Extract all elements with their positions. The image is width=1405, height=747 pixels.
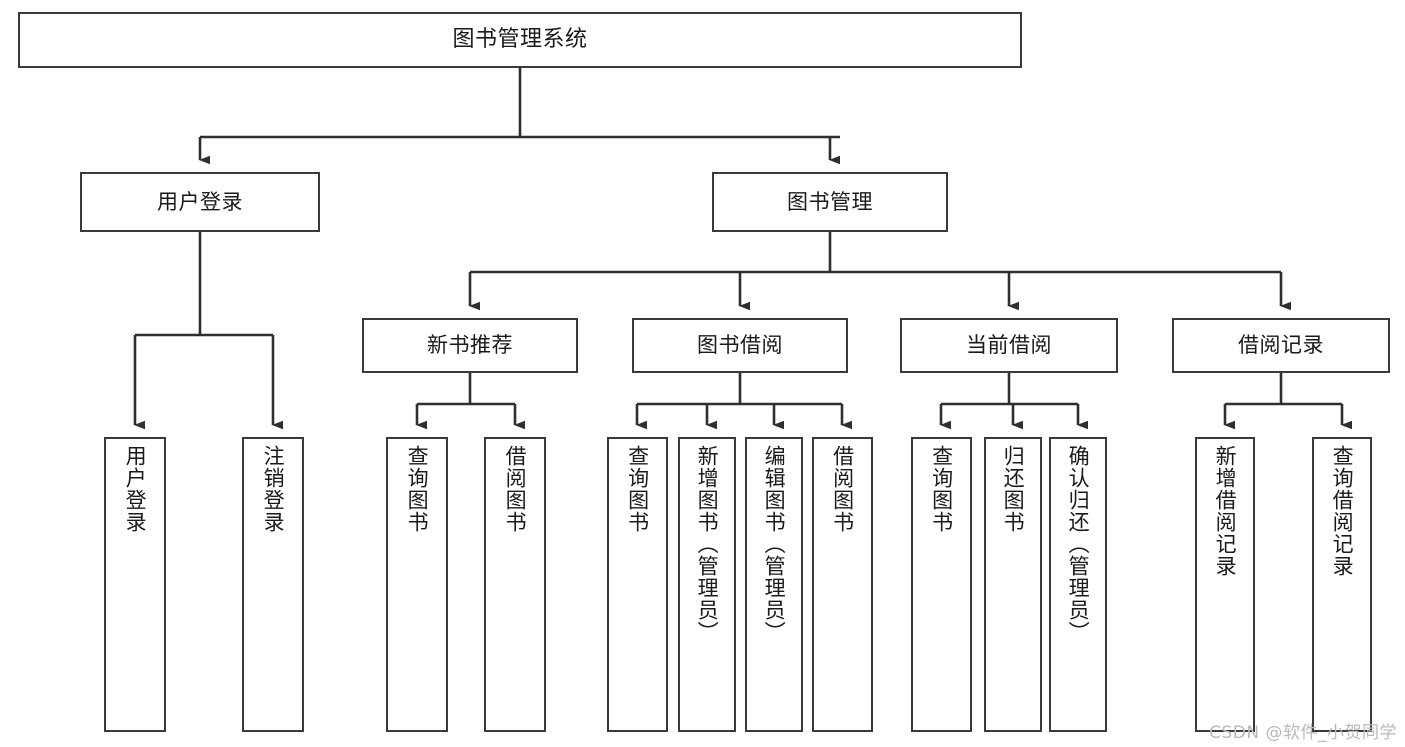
- node-leaf-edit-book[interactable]: 编辑图书（管理员）: [745, 437, 803, 732]
- node-leaf-add-record[interactable]: 新增借阅记录: [1195, 437, 1255, 732]
- node-root[interactable]: 图书管理系统: [18, 12, 1022, 68]
- node-leaf-query-book-3[interactable]: 查询图书: [911, 437, 972, 732]
- node-borrow-record-label: 借阅记录: [1238, 333, 1324, 358]
- node-leaf-query-book-2-label: 查询图书: [625, 445, 650, 533]
- node-current-borrow-label: 当前借阅: [966, 333, 1052, 358]
- node-book-manage-label: 图书管理: [787, 189, 873, 214]
- node-book-manage[interactable]: 图书管理: [712, 172, 948, 232]
- node-leaf-return-book[interactable]: 归还图书: [984, 437, 1042, 732]
- node-leaf-confirm-return[interactable]: 确认归还（管理员）: [1049, 437, 1107, 732]
- node-book-borrow[interactable]: 图书借阅: [632, 318, 848, 373]
- csdn-watermark: CSDN @软件_小贺同学: [1209, 723, 1397, 743]
- node-leaf-borrow-book-1[interactable]: 借阅图书: [484, 437, 546, 732]
- node-leaf-query-book-3-label: 查询图书: [929, 445, 954, 533]
- node-leaf-add-book-label: 新增图书（管理员）: [695, 445, 720, 643]
- node-book-borrow-label: 图书借阅: [697, 333, 783, 358]
- node-leaf-query-record[interactable]: 查询借阅记录: [1312, 437, 1372, 732]
- node-leaf-add-book[interactable]: 新增图书（管理员）: [678, 437, 736, 732]
- node-leaf-user-login[interactable]: 用户登录: [104, 437, 166, 732]
- node-leaf-borrow-book-2-label: 借阅图书: [830, 445, 855, 533]
- node-new-book-recommend[interactable]: 新书推荐: [362, 318, 578, 373]
- node-leaf-query-book-1[interactable]: 查询图书: [386, 437, 448, 732]
- node-leaf-add-record-label: 新增借阅记录: [1213, 445, 1238, 577]
- node-borrow-record[interactable]: 借阅记录: [1172, 318, 1390, 373]
- node-leaf-logout[interactable]: 注销登录: [242, 437, 304, 732]
- node-leaf-user-login-label: 用户登录: [123, 445, 148, 533]
- node-leaf-borrow-book-2[interactable]: 借阅图书: [812, 437, 873, 732]
- node-leaf-query-book-2[interactable]: 查询图书: [607, 437, 668, 732]
- node-user-login[interactable]: 用户登录: [80, 172, 320, 232]
- node-leaf-edit-book-label: 编辑图书（管理员）: [762, 445, 787, 643]
- node-user-login-label: 用户登录: [157, 189, 243, 214]
- node-current-borrow[interactable]: 当前借阅: [900, 318, 1118, 373]
- node-leaf-confirm-return-label: 确认归还（管理员）: [1066, 445, 1091, 643]
- node-root-label: 图书管理系统: [452, 27, 588, 53]
- node-leaf-query-record-label: 查询借阅记录: [1330, 445, 1355, 577]
- node-leaf-borrow-book-1-label: 借阅图书: [503, 445, 528, 533]
- node-leaf-logout-label: 注销登录: [261, 445, 286, 533]
- node-new-book-recommend-label: 新书推荐: [427, 333, 513, 358]
- node-leaf-return-book-label: 归还图书: [1001, 445, 1026, 533]
- node-leaf-query-book-1-label: 查询图书: [405, 445, 430, 533]
